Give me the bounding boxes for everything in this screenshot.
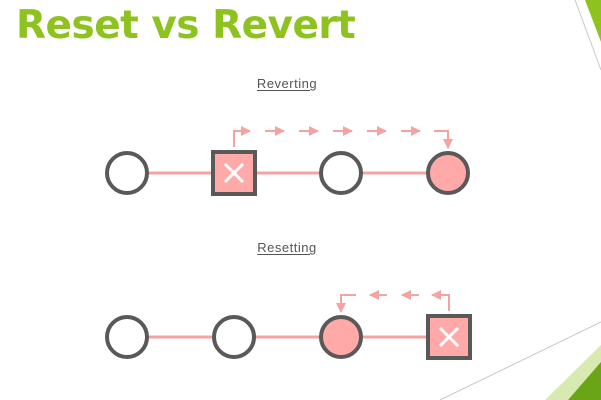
commit-node (212, 315, 256, 359)
reset-target-commit-node (319, 315, 363, 359)
corner-decoration-top (574, 0, 601, 71)
reverted-commit-node (211, 150, 257, 196)
removed-commit-node (426, 314, 472, 360)
arrow-start (431, 290, 450, 311)
corner-decoration-bottom (439, 321, 601, 400)
new-revert-commit-node (426, 151, 470, 195)
reverting-diagram (105, 126, 470, 196)
arrow-start (233, 126, 251, 147)
arrow-end (336, 294, 356, 313)
commit-node (319, 151, 363, 195)
close-icon (438, 326, 460, 348)
reverting-caption: Reverting (256, 76, 318, 91)
commit-node (105, 315, 149, 359)
page-title: Reset vs Revert (16, 3, 356, 48)
revert-flow-arrows (233, 126, 453, 149)
commit-node (105, 151, 149, 195)
close-icon (223, 162, 245, 184)
arrow-end (434, 130, 453, 149)
resetting-caption: Resetting (257, 240, 317, 255)
resetting-diagram (105, 290, 472, 360)
reset-flow-arrows (336, 290, 450, 313)
